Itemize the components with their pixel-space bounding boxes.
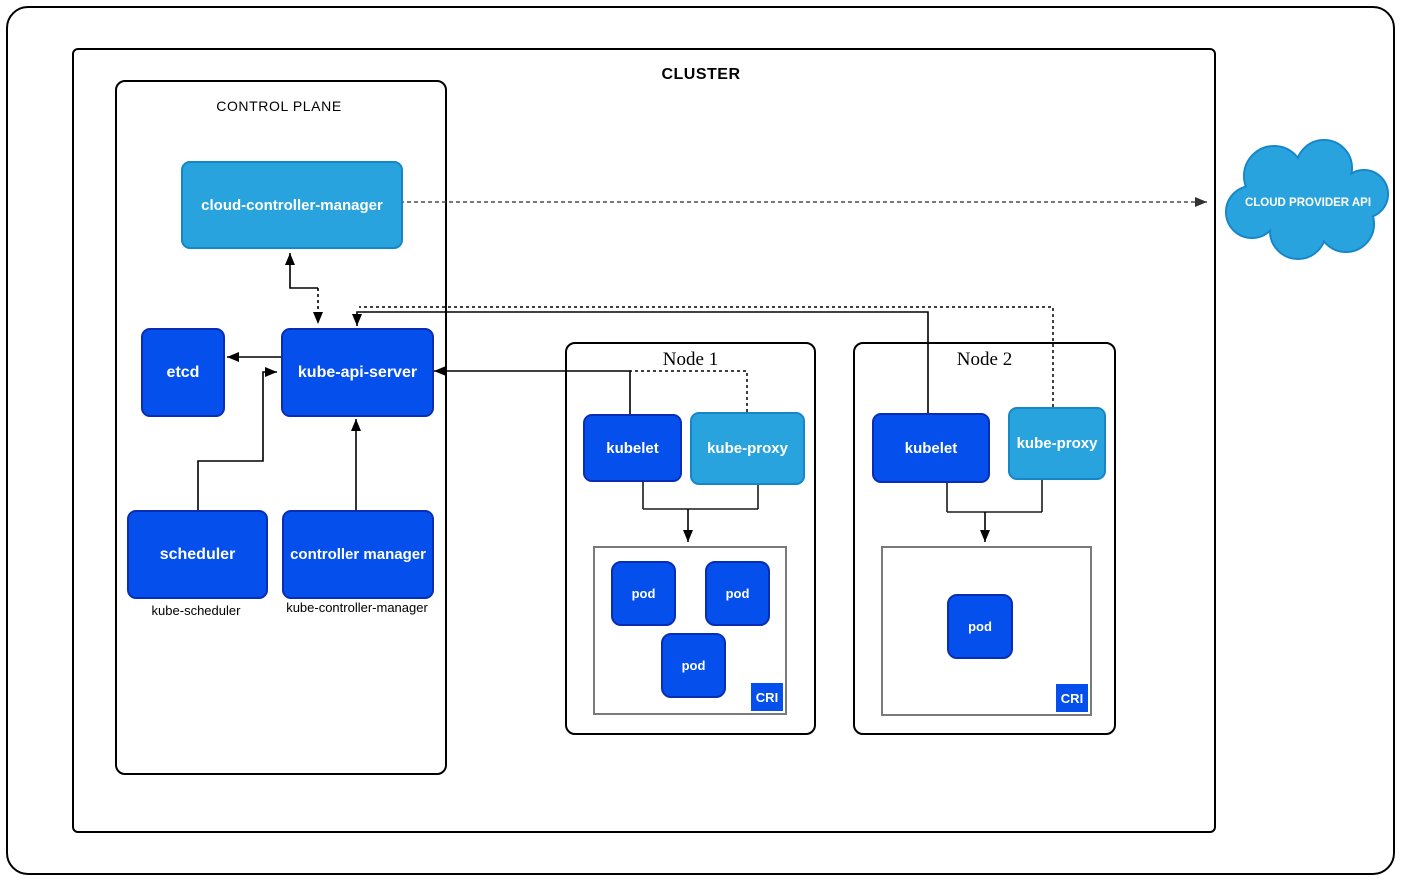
cluster-title: CLUSTER (661, 66, 741, 83)
scheduler-label: scheduler (159, 545, 236, 563)
scheduler-box: scheduler (127, 510, 268, 599)
cloud-provider-api-label: CLOUD PROVIDER API (1245, 197, 1371, 209)
kube-controller-manager-sublabel: kube-controller-manager (286, 600, 428, 615)
node-1-kubelet-label: kubelet (606, 439, 659, 457)
node-2-cri-badge: CRI (1056, 684, 1088, 712)
cloud-controller-manager-box: cloud-controller-manager (181, 161, 403, 249)
node-1-pod-2-label: pod (725, 586, 750, 601)
node-2-pod-1: pod (947, 594, 1013, 659)
etcd-label: etcd (166, 363, 200, 381)
node-1-pod-3: pod (661, 633, 726, 698)
node-1-cri-badge: CRI (751, 683, 783, 711)
node-1-kube-proxy-box: kube-proxy (690, 412, 805, 485)
node-2-kube-proxy-label: kube-proxy (1016, 435, 1098, 452)
control-plane-title: CONTROL PLANE (216, 98, 342, 114)
node-2-pod-1-label: pod (968, 619, 992, 634)
kube-scheduler-sublabel: kube-scheduler (151, 603, 241, 618)
controller-manager-label: controller manager (290, 546, 426, 563)
node-1-kube-proxy-label: kube-proxy (707, 440, 788, 457)
node-2-kube-proxy-box: kube-proxy (1008, 407, 1106, 480)
node-1-title: Node 1 (662, 349, 719, 370)
node-1-kubelet-box: kubelet (583, 414, 682, 482)
kube-api-server-box: kube-api-server (281, 328, 434, 417)
kube-api-server-label: kube-api-server (297, 363, 418, 381)
node-1-pod-3-label: pod (681, 658, 706, 673)
cloud-provider-api-shape: CLOUD PROVIDER API (1225, 139, 1389, 260)
etcd-box: etcd (141, 328, 225, 417)
controller-manager-box: controller manager (282, 510, 434, 599)
node-1-pod-1-label: pod (631, 586, 656, 601)
node-2-kubelet-label: kubelet (904, 439, 958, 457)
node-1-pod-2: pod (705, 561, 770, 626)
cloud-controller-manager-label: cloud-controller-manager (201, 196, 383, 214)
node-1-pod-1: pod (611, 561, 676, 626)
node-2-kubelet-box: kubelet (872, 413, 990, 483)
node-2-title: Node 2 (956, 349, 1013, 370)
